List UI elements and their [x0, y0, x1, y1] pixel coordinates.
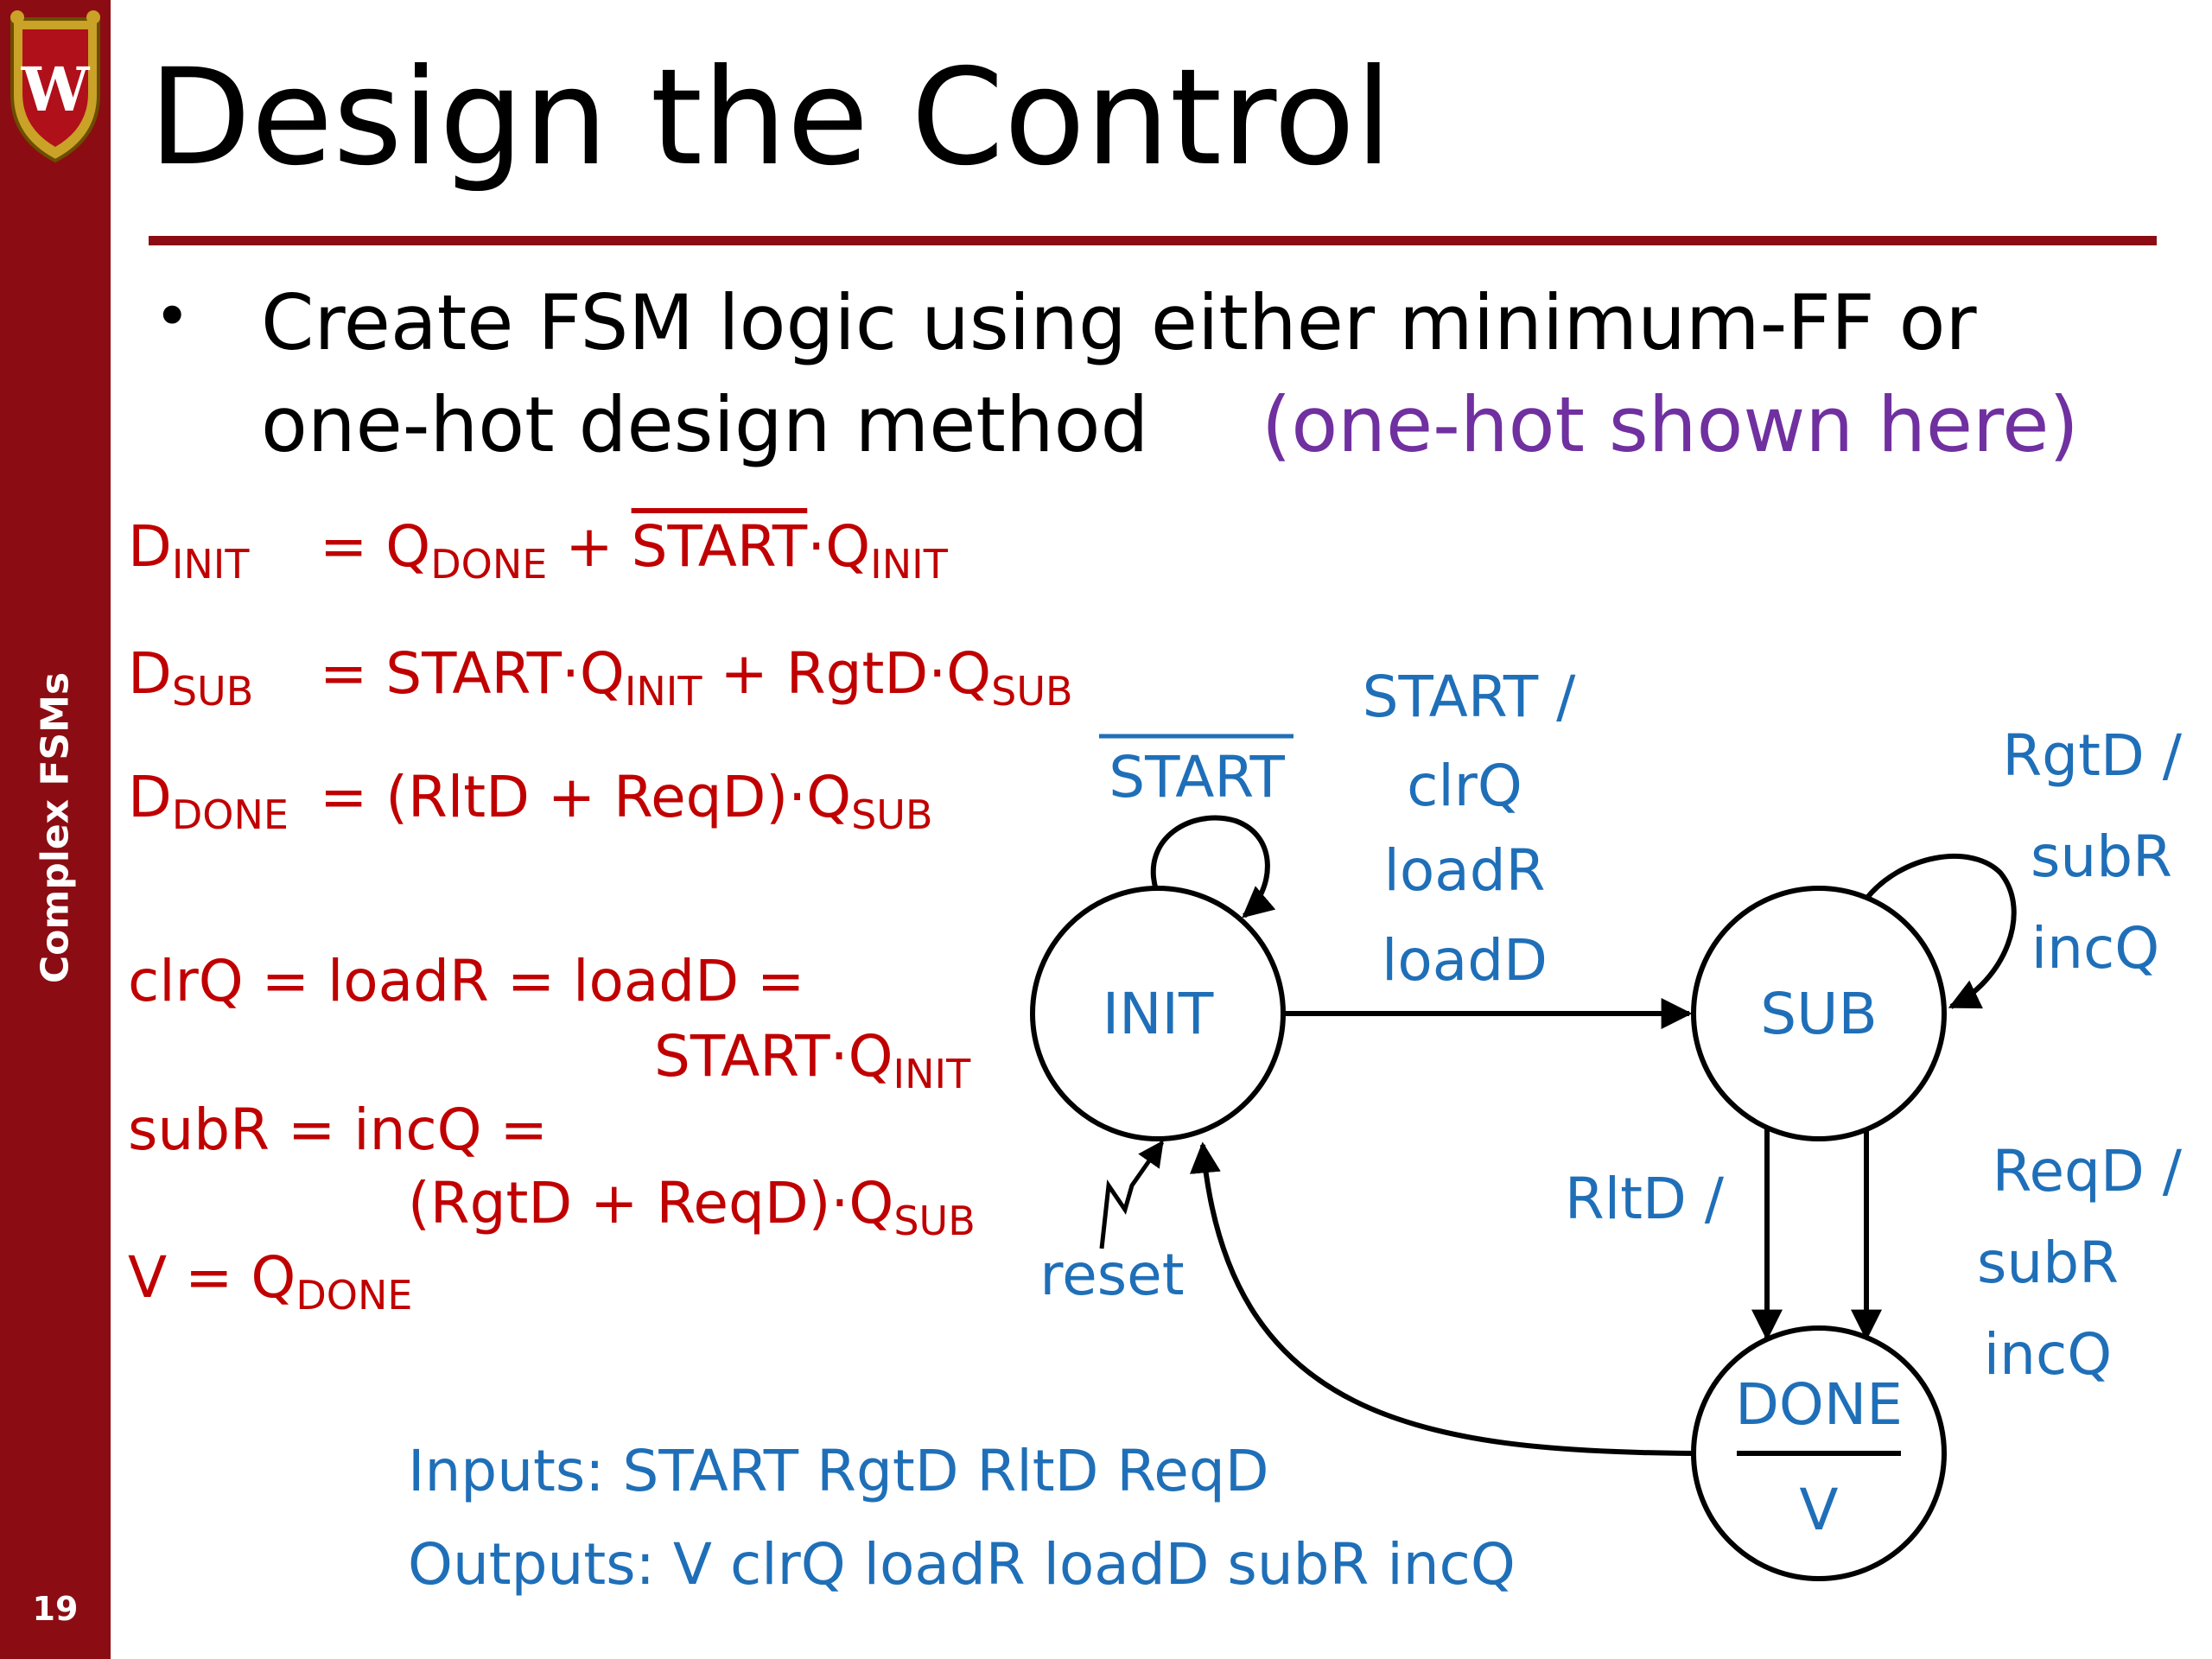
- sub-self-label-3: incQ: [2031, 915, 2159, 982]
- equation-subr-line2: (RgtD + ReqD)·QSUB: [408, 1170, 976, 1244]
- equation-d-done-lhs: DDONE: [128, 764, 289, 838]
- init-to-sub-label-3: loadR: [1384, 837, 1546, 904]
- sub-to-done-rltd-label: RltD /: [1565, 1166, 1725, 1232]
- sub-self-loop: [1864, 853, 2017, 1009]
- reset-label: reset: [1039, 1242, 1184, 1308]
- bullet-marker: •: [154, 280, 191, 353]
- equation-d-sub-rhs: = START·QINIT + RgtD·QSUB: [320, 640, 1073, 715]
- state-init-label: INIT: [1103, 981, 1214, 1047]
- equation-v: V = QDONE: [128, 1244, 413, 1319]
- state-done-output-label: V: [1799, 1477, 1838, 1543]
- university-crest-logo: W: [10, 10, 100, 163]
- init-to-sub-label-1: START /: [1363, 664, 1577, 730]
- bullet-text-line1: Create FSM logic using either minimum-FF…: [261, 278, 1977, 367]
- equation-clrq-line2: START·QINIT: [654, 1023, 971, 1097]
- sub-to-done-reqd-label-1: ReqD /: [1993, 1138, 2183, 1205]
- state-sub: [1691, 886, 1947, 1141]
- equation-clrq-line1: clrQ = loadR = loadD =: [128, 948, 805, 1014]
- sub-self-label-2: subR: [2031, 823, 2172, 890]
- sub-self-label-1: RgtD /: [2002, 722, 2182, 789]
- init-self-loop: [1150, 815, 1276, 918]
- sidebar: W Complex FSMs 19: [0, 0, 111, 1659]
- sub-to-done-reqd-label-2: subR: [1977, 1230, 2119, 1296]
- slide-number: 19: [32, 1590, 79, 1628]
- state-sub-label: SUB: [1760, 981, 1877, 1047]
- sub-to-done-reqd-label-3: incQ: [1984, 1321, 2112, 1388]
- equation-d-sub-lhs: DSUB: [128, 640, 254, 715]
- reset-arrow: [1099, 1140, 1165, 1249]
- equation-d-init-lhs: DINIT: [128, 513, 250, 588]
- state-done-label: DONE: [1735, 1371, 1903, 1438]
- logo-letter: W: [21, 54, 91, 125]
- done-to-init-arrow: [1189, 1141, 1694, 1456]
- equation-subr-line1: subR = incQ =: [128, 1096, 548, 1163]
- title-underline: [149, 236, 2157, 245]
- equation-d-done-rhs: = (RltD + ReqD)·QSUB: [320, 764, 933, 838]
- slide-title: Design the Control: [149, 41, 1393, 195]
- equation-d-init-rhs: = QDONE + START·QINIT: [320, 513, 948, 588]
- bullet-note: (one-hot shown here): [1262, 380, 2079, 469]
- bullet-text-line2: one-hot design method: [261, 380, 1149, 469]
- inputs-list: Inputs: START RgtD RltD ReqD: [408, 1438, 1269, 1504]
- init-to-sub-label-4: loadD: [1382, 927, 1548, 994]
- init-self-label: START: [1109, 744, 1285, 810]
- outputs-list: Outputs: V clrQ loadR loadD subR incQ: [408, 1531, 1516, 1598]
- start-complement: START: [631, 513, 808, 580]
- init-to-sub-label-2: clrQ: [1407, 753, 1522, 819]
